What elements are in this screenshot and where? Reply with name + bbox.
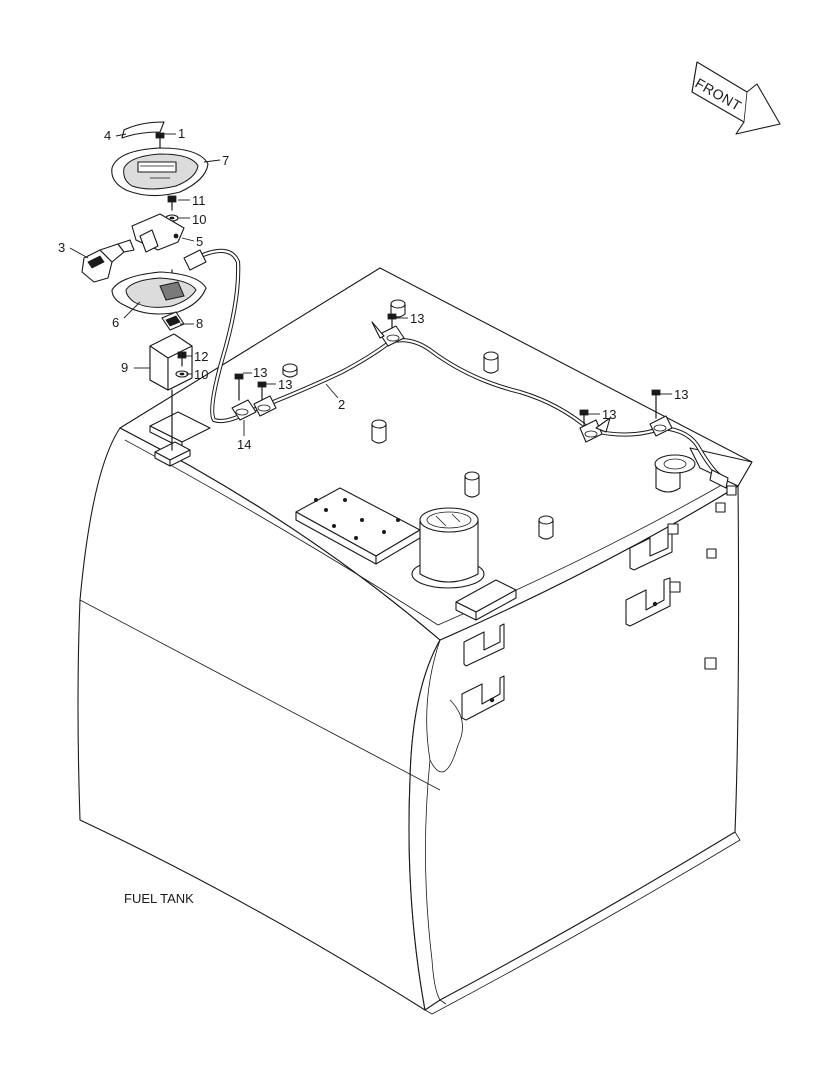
front-direction-arrow: FRONT	[691, 61, 781, 135]
callout-5: 5	[196, 234, 203, 249]
callout-10: 10	[192, 212, 206, 227]
callout-2: 2	[338, 397, 345, 412]
callout-13c: 13	[278, 377, 292, 392]
tank-top-face	[119, 267, 753, 641]
callout-11: 11	[192, 193, 206, 208]
callout-12: 12	[194, 349, 208, 364]
callout-8: 8	[196, 316, 203, 331]
tank-top-features	[149, 299, 696, 621]
callout-1: 1	[178, 126, 185, 141]
callout-14: 14	[237, 437, 251, 452]
callout-6: 6	[112, 315, 119, 330]
tank-bosses	[282, 299, 696, 540]
harness-clamps	[231, 321, 673, 443]
lamp-assembly	[81, 121, 209, 451]
callout-numbers: 1 2 3 4 5 6 7 8 9 10 10 11 12 13 13 13 1…	[58, 126, 688, 452]
callout-13a: 13	[410, 311, 424, 326]
part-4-label	[121, 121, 165, 139]
fuel-tank	[77, 267, 753, 1015]
callout-10b: 10	[194, 367, 208, 382]
callout-13e: 13	[674, 387, 688, 402]
callout-13d: 13	[602, 407, 616, 422]
callout-3: 3	[58, 240, 65, 255]
side-brackets	[461, 485, 737, 721]
callout-9: 9	[121, 360, 128, 375]
leader-lines	[69, 133, 672, 436]
screws-13	[234, 313, 661, 427]
callout-13b: 13	[253, 365, 267, 380]
callout-7: 7	[222, 153, 229, 168]
fuel-tank-caption: FUEL TANK	[124, 891, 194, 906]
callout-4: 4	[104, 128, 111, 143]
fuel-filler-neck	[411, 507, 485, 589]
